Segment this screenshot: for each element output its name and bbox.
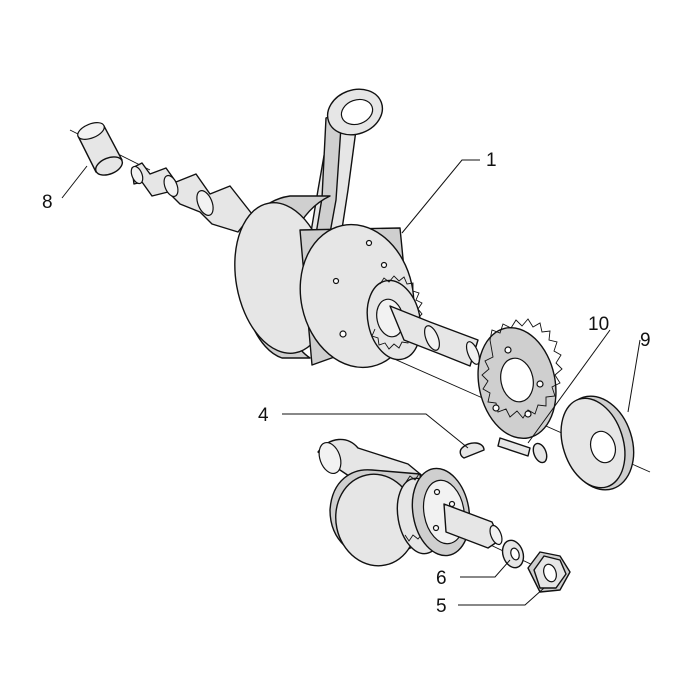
screw-part-10 <box>497 437 548 464</box>
washer-part-9 <box>560 395 635 491</box>
callout-8: 8 <box>42 192 53 213</box>
washer-part-6 <box>501 539 525 569</box>
callout-9: 9 <box>640 330 651 351</box>
balance-shaft-assembly <box>317 438 503 567</box>
callout-1: 1 <box>486 150 497 171</box>
callout-4: 4 <box>258 405 269 426</box>
nut-part-5 <box>527 551 571 593</box>
callout-10: 10 <box>588 314 609 335</box>
drive-sprocket <box>477 318 563 440</box>
callout-6: 6 <box>436 568 447 589</box>
crankshaft-assembly-part-1 <box>130 88 481 369</box>
callout-5: 5 <box>436 596 447 617</box>
leader-lines <box>61 159 641 606</box>
bushing-part-8 <box>77 122 124 176</box>
callout-labels: 1 8 10 9 4 6 5 <box>42 150 651 617</box>
